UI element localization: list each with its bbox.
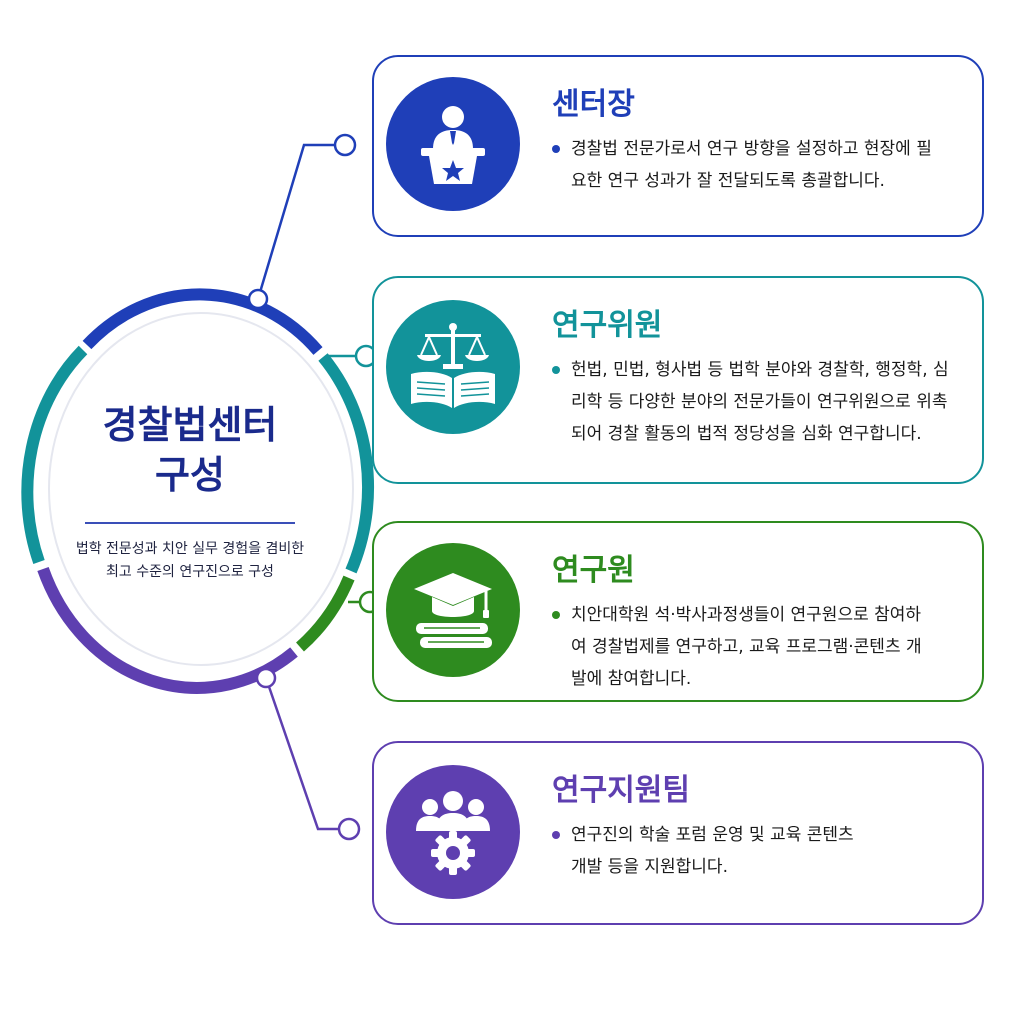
role-description-item: 연구진의 학술 포럼 운영 및 교육 콘텐츠 개발 등을 지원합니다.	[552, 819, 861, 883]
hub: 경찰법센터 구성 법학 전문성과 치안 실무 경험을 겸비한 최고 수준의 연구…	[60, 400, 320, 584]
podium-speaker-icon	[386, 77, 520, 211]
role-description: 경찰법 전문가로서 연구 방향을 설정하고 현장에 필요한 연구 성과가 잘 전…	[571, 139, 932, 191]
role-title: 센터장	[552, 87, 635, 122]
hub-ring-arc-blue	[82, 288, 323, 355]
role-description-item: 치안대학원 석·박사과정생들이 연구원으로 참여하여 경찰법제를 연구하고, 교…	[552, 599, 931, 695]
role-card-director: 센터장 경찰법 전문가로서 연구 방향을 설정하고 현장에 필요한 연구 성과가…	[372, 55, 984, 237]
graduation-cap-books-icon	[386, 543, 520, 677]
role-description: 연구진의 학술 포럼 운영 및 교육 콘텐츠 개발 등을 지원합니다.	[571, 825, 854, 877]
node-hub-top	[247, 288, 269, 310]
node-support	[337, 817, 361, 841]
role-description-list: 경찰법 전문가로서 연구 방향을 설정하고 현장에 필요한 연구 성과가 잘 전…	[552, 133, 941, 197]
role-description-item: 헌법, 민법, 형사법 등 법학 분야와 경찰학, 행정학, 심리학 등 다양한…	[552, 354, 951, 450]
role-description-item: 경찰법 전문가로서 연구 방향을 설정하고 현장에 필요한 연구 성과가 잘 전…	[552, 133, 941, 197]
role-title: 연구원	[552, 553, 635, 588]
role-description-list: 헌법, 민법, 형사법 등 법학 분야와 경찰학, 행정학, 심리학 등 다양한…	[552, 354, 951, 450]
hub-ring-arc-teal-left	[21, 345, 88, 564]
role-title: 연구위원	[552, 308, 663, 343]
connector-to-director	[256, 143, 345, 300]
hub-ring-arc-green	[295, 575, 355, 652]
team-gear-icon	[386, 765, 520, 899]
role-description-list: 치안대학원 석·박사과정생들이 연구원으로 참여하여 경찰법제를 연구하고, 교…	[552, 599, 931, 695]
node-hub-bottom	[255, 667, 277, 689]
role-card-researchers: 연구원 치안대학원 석·박사과정생들이 연구원으로 참여하여 경찰법제를 연구하…	[372, 521, 984, 702]
hub-ring-arc-purple	[37, 566, 298, 694]
hub-inner-ring	[48, 312, 354, 666]
role-description: 헌법, 민법, 형사법 등 법학 분야와 경찰학, 행정학, 심리학 등 다양한…	[571, 360, 949, 444]
hub-subtitle: 법학 전문성과 치안 실무 경험을 겸비한 최고 수준의 연구진으로 구성	[75, 541, 305, 580]
hub-divider	[85, 522, 295, 524]
role-card-research-fellows: 연구위원 헌법, 민법, 형사법 등 법학 분야와 경찰학, 행정학, 심리학 …	[372, 276, 984, 484]
role-description-list: 연구진의 학술 포럼 운영 및 교육 콘텐츠 개발 등을 지원합니다.	[552, 819, 861, 883]
hub-ring-arc-teal-right	[318, 353, 375, 574]
connector-to-support	[264, 677, 349, 831]
scales-book-icon	[386, 300, 520, 434]
role-card-support-team: 연구지원팀 연구진의 학술 포럼 운영 및 교육 콘텐츠 개발 등을 지원합니다…	[372, 741, 984, 925]
node-director	[333, 133, 357, 157]
hub-title: 경찰법센터 구성	[102, 403, 278, 497]
role-description: 치안대학원 석·박사과정생들이 연구원으로 참여하여 경찰법제를 연구하고, 교…	[571, 605, 922, 689]
role-title: 연구지원팀	[552, 773, 690, 808]
